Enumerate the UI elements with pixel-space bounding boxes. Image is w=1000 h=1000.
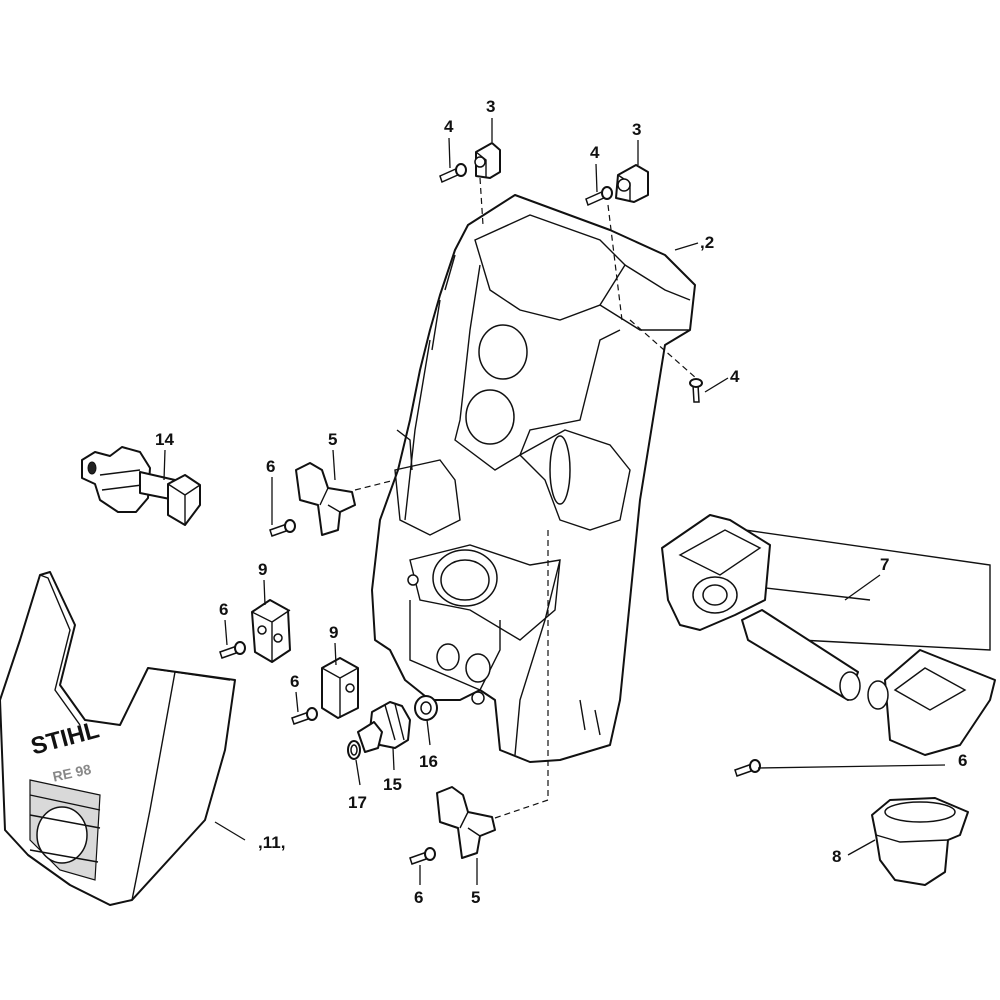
callout-15: 15: [383, 775, 402, 794]
cup-part-8: [871, 797, 969, 886]
callout-4a: 4: [444, 117, 454, 136]
screw-part-6e: [734, 759, 761, 777]
callout-6d: 6: [414, 888, 423, 907]
leader-lines: [163, 118, 946, 885]
callout-14: 14: [155, 430, 174, 449]
bracket-part-5a: [295, 462, 356, 536]
callout-3b: 3: [632, 120, 641, 139]
o-ring-part-17: [347, 740, 361, 760]
callout-4c: 4: [730, 367, 740, 386]
block-part-9b: [321, 657, 359, 719]
callout-17: 17: [348, 793, 367, 812]
callout-9b: 9: [329, 623, 338, 642]
main-housing: [371, 194, 696, 763]
callout-6c: 6: [290, 672, 299, 691]
front-cover-part-11: STIHL RE 98: [0, 571, 236, 906]
callout-6e: 6: [958, 751, 967, 770]
assembly-lines: [354, 177, 697, 819]
shaft-part-14: [81, 446, 201, 526]
screw-part-6b: [219, 641, 246, 659]
callout-2: ,2: [700, 233, 714, 252]
bracket-part-5b: [436, 786, 496, 859]
callout-16: 16: [419, 752, 438, 771]
callout-labels: 3 4 3 4 ,2 4 14 5 6 9 7 6 9 6 6 16 15 17…: [155, 97, 967, 907]
callout-4b: 4: [590, 143, 600, 162]
block-part-9a: [251, 599, 291, 663]
screw-part-4c: [689, 378, 703, 403]
washer-part-16: [414, 695, 438, 721]
callout-5a: 5: [328, 430, 337, 449]
hose-assembly-part-7: [661, 514, 996, 756]
callout-6b: 6: [219, 600, 228, 619]
clip-part-3b: [615, 164, 649, 203]
clip-part-3a: [474, 142, 501, 179]
screw-part-6c: [291, 707, 318, 725]
callout-5b: 5: [471, 888, 480, 907]
model-badge: RE 98: [51, 761, 93, 785]
screw-part-4a: [439, 163, 467, 184]
callout-6a: 6: [266, 457, 275, 476]
callout-11: ,11,: [258, 833, 285, 852]
callout-3a: 3: [486, 97, 495, 116]
screw-part-6d: [409, 847, 436, 865]
screw-part-4b: [585, 186, 613, 207]
callout-7: 7: [880, 555, 889, 574]
callout-8: 8: [832, 847, 841, 866]
screw-part-6a: [269, 519, 296, 537]
fitting-part-15: [357, 701, 411, 753]
callout-9a: 9: [258, 560, 267, 579]
